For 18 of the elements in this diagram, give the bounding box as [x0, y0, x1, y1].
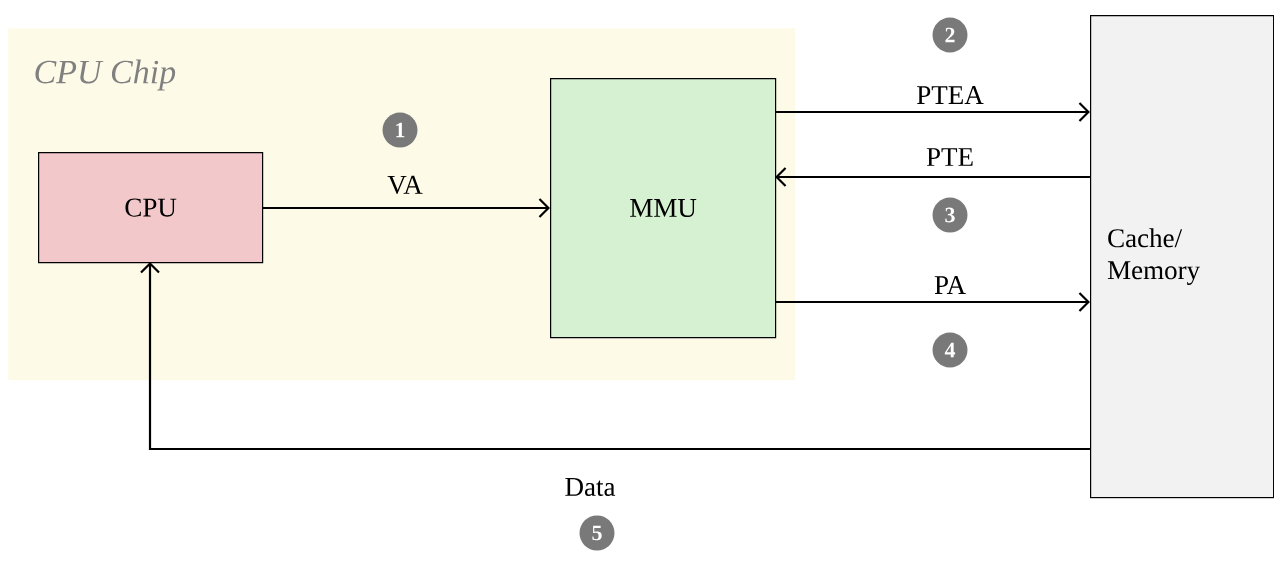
edge-label: VA: [387, 175, 423, 195]
arrow: [262, 198, 550, 218]
callout-number: 3: [932, 197, 968, 233]
edge-label: PTE: [926, 148, 973, 166]
memory-box: Cache/ Memory: [1090, 15, 1274, 499]
arrow: [140, 262, 1090, 451]
arrow: [775, 292, 1090, 312]
edge-label: PTEA: [917, 86, 984, 104]
process-box: MMU: [550, 78, 777, 339]
arrow: [775, 102, 1090, 122]
edge-label: Data: [565, 478, 616, 496]
callout-number: 5: [579, 515, 615, 551]
callout-number: 4: [932, 332, 968, 368]
process-box: CPU: [38, 152, 264, 264]
callout-number: 1: [382, 112, 418, 148]
arrow: [775, 167, 1090, 187]
callout-number: 2: [932, 17, 968, 53]
edge-label: PA: [934, 276, 966, 294]
